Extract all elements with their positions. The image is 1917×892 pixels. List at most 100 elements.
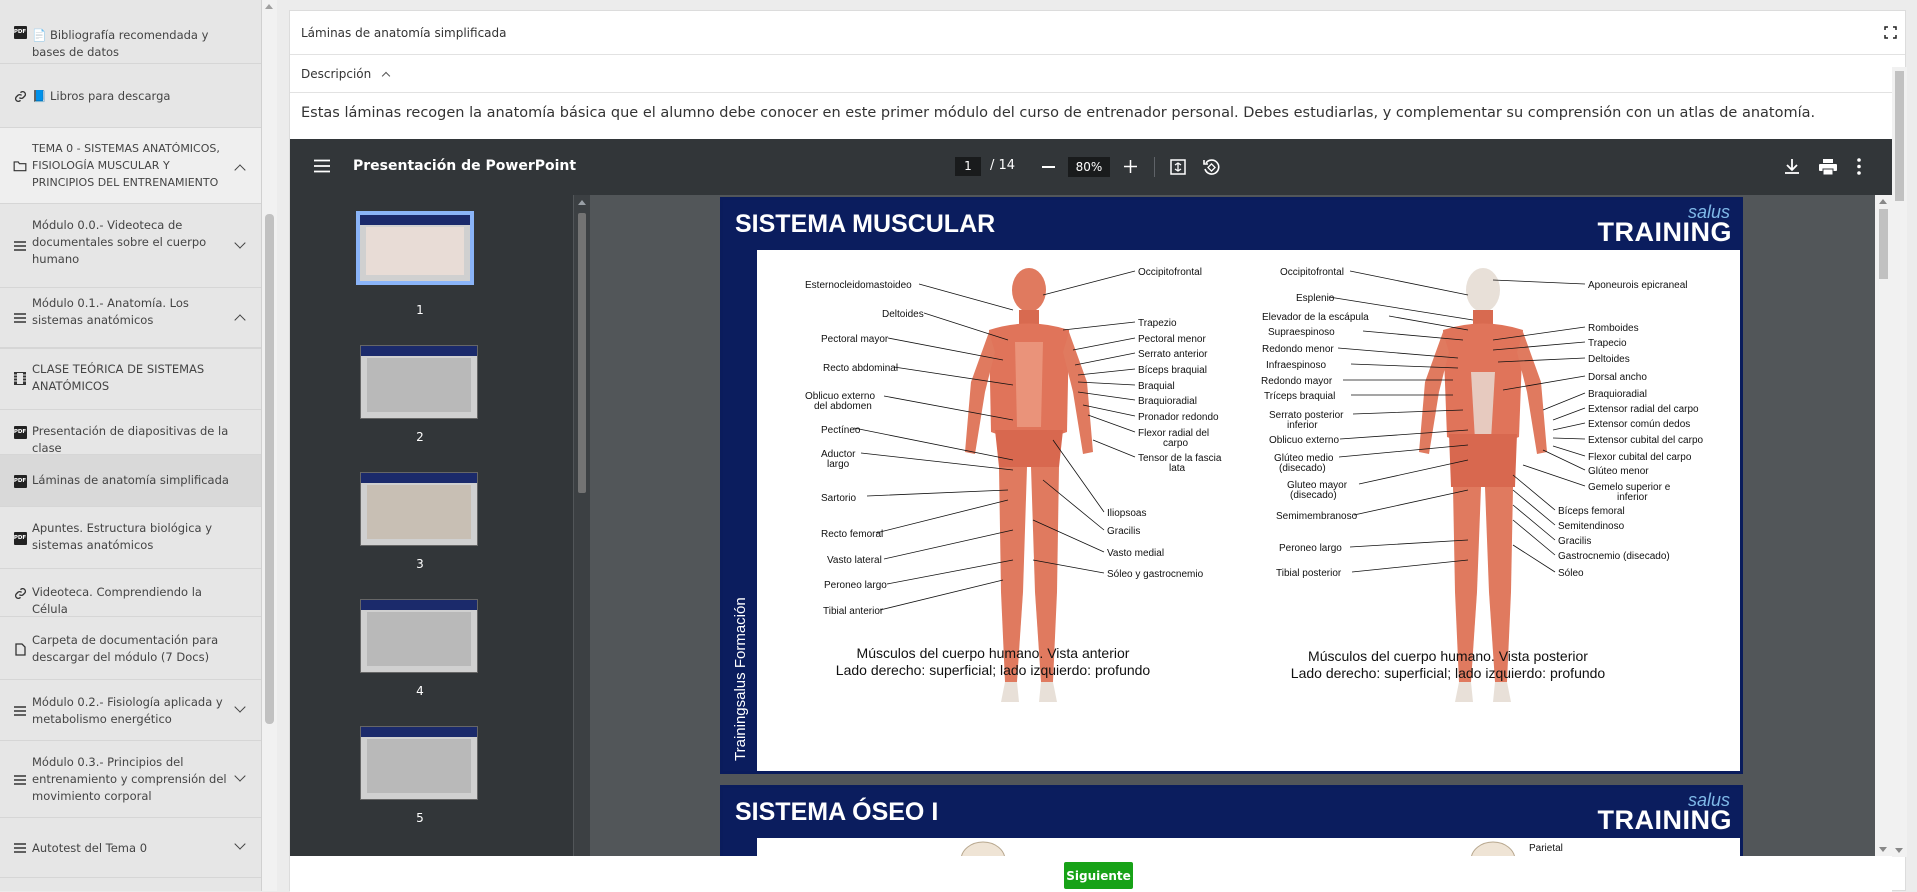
thumbnail-page-2[interactable] [360, 345, 478, 419]
label: Deltoides [1588, 354, 1630, 365]
caption: Músculos del cuerpo humano. Vista anteri… [835, 645, 1151, 678]
page-number-input[interactable]: 1 [955, 157, 981, 176]
toolbar-divider [1154, 157, 1155, 177]
sidebar-item-modulo-0-2[interactable]: Módulo 0.2.- Fisiología aplicada y metab… [0, 680, 261, 741]
thumbnail-number: 4 [416, 684, 424, 698]
folder-icon [12, 158, 28, 174]
label: Extensor común dedos [1588, 419, 1691, 430]
label: (disecado) [1290, 490, 1337, 501]
more-options-icon[interactable] [1857, 158, 1861, 175]
label: Deltoides [882, 309, 924, 320]
sidebar-item-label: Carpeta de documentación para descargar … [32, 633, 219, 664]
thumbnail-page-3[interactable] [360, 472, 478, 546]
thumbnail-number: 1 [416, 303, 424, 317]
sidebar-item-label: Módulo 0.0.- Videoteca de documentales s… [32, 218, 207, 266]
zoom-input[interactable]: 80% [1068, 157, 1110, 177]
sidebar-scrollbar[interactable] [262, 0, 277, 891]
content-scrollbar[interactable] [1892, 67, 1907, 857]
label: Pronador redondo [1138, 412, 1219, 423]
fit-to-page-icon[interactable] [1170, 159, 1186, 175]
label: Trapecio [1588, 338, 1627, 349]
thumbnail-number: 3 [416, 557, 424, 571]
print-icon[interactable] [1819, 159, 1837, 175]
slide-header: SISTEMA MUSCULAR salus TRAINING [723, 200, 1740, 250]
sidebar-item-bibliografia[interactable]: PDF 📄 Bibliografía recomendada y bases d… [0, 0, 261, 64]
label: Vasto medial [1107, 548, 1165, 559]
description-text: Estas láminas recogen la anatomía básica… [301, 105, 1816, 121]
sidebar-item-apuntes[interactable]: PDF Apuntes. Estructura biológica y sist… [0, 507, 261, 569]
sidebar-item-modulo-0-0[interactable]: Módulo 0.0.- Videoteca de documentales s… [0, 204, 261, 288]
content-header: Láminas de anatomía simplificada [290, 11, 1905, 55]
thumbnail-scrollbar[interactable] [574, 195, 590, 856]
sidebar-item-label: Presentación de diapositivas de la clase [32, 424, 229, 455]
chevron-down-icon[interactable] [234, 770, 246, 782]
description-toggle[interactable]: Descripción [290, 55, 1905, 93]
download-icon[interactable] [1784, 158, 1800, 175]
zoom-in-icon[interactable] [1124, 160, 1137, 173]
sidebar-item-autotest[interactable]: Autotest del Tema 0 [0, 818, 261, 878]
chevron-up-icon[interactable] [234, 314, 246, 326]
thumbnail-page-1[interactable] [356, 211, 474, 285]
thumbnail-page-4[interactable] [360, 599, 478, 673]
file-icon [12, 641, 28, 657]
label: Infraespinoso [1266, 360, 1327, 371]
label: Serrato anterior [1138, 349, 1208, 360]
label: Elevador de la escápula [1262, 312, 1369, 323]
sidebar-item-laminas[interactable]: PDF Láminas de anatomía simplificada [0, 455, 261, 507]
list-icon [12, 840, 28, 856]
chevron-down-icon[interactable] [234, 838, 246, 850]
label: Braquioradial [1588, 389, 1647, 400]
sidebar-section-tema-0[interactable]: TEMA 0 - SISTEMAS ANATÓMICOS, FISIOLOGÍA… [0, 128, 261, 204]
label: Pectoral mayor [821, 334, 889, 345]
label: inferior [1617, 492, 1648, 503]
menu-icon[interactable] [314, 159, 330, 173]
brand-logo: TRAINING [1597, 805, 1732, 835]
next-button[interactable]: Siguiente [1064, 862, 1133, 889]
sidebar-item-carpeta[interactable]: Carpeta de documentación para descargar … [0, 617, 261, 680]
rotate-icon[interactable] [1202, 158, 1220, 176]
sidebar-item-presentacion[interactable]: PDF Presentación de diapositivas de la c… [0, 410, 261, 455]
sidebar-scroll-thumb[interactable] [265, 214, 274, 724]
label: Esplenio [1296, 293, 1335, 304]
label: Tibial posterior [1276, 568, 1342, 579]
chevron-down-icon[interactable] [234, 701, 246, 713]
sidebar-item-modulo-0-3[interactable]: Módulo 0.3.- Principios del entrenamient… [0, 741, 261, 818]
label: (disecado) [1279, 463, 1326, 474]
thumbnail-pane: 1 2 3 4 5 [290, 195, 573, 856]
label: Iliopsoas [1107, 508, 1147, 519]
label: Bíceps femoral [1558, 506, 1625, 517]
sidebar-item-libros[interactable]: 📘 Libros para descarga [0, 64, 261, 128]
label: Trapezio [1138, 318, 1177, 329]
sidebar-item-label: CLASE TEÓRICA DE SISTEMAS ANATÓMICOS [32, 362, 205, 393]
pdf-icon: PDF [12, 24, 28, 40]
chevron-down-icon[interactable] [234, 237, 246, 249]
sidebar-item-videoteca-celula[interactable]: Videoteca. Comprendiendo la Célula [0, 569, 261, 617]
label: Sóleo y gastrocnemio [1107, 569, 1204, 580]
label: Gastrocnemio (disecado) [1558, 551, 1670, 562]
label: Redondo menor [1262, 344, 1334, 355]
label: Sartorio [821, 493, 857, 504]
page-scrollbar[interactable] [1875, 195, 1892, 856]
label: del abdomen [814, 401, 872, 412]
pdf-viewer: Presentación de PowerPoint 1 / 14 80% 1 … [290, 139, 1892, 856]
content-panel: Láminas de anatomía simplificada Descrip… [289, 10, 1907, 892]
label: Flexor cubital del carpo [1588, 452, 1692, 463]
label: Peroneo largo [1279, 543, 1342, 554]
sidebar-item-label: Láminas de anatomía simplificada [32, 473, 229, 487]
skull-illustration [961, 841, 1005, 856]
label: Esternocleidomastoideo [805, 280, 912, 291]
label: Gemelo superior e [1588, 482, 1671, 493]
scroll-up-arrow-icon[interactable] [265, 4, 273, 9]
label: Sóleo [1558, 568, 1584, 579]
list-icon [12, 310, 28, 326]
label: Occipitofrontal [1280, 267, 1344, 278]
zoom-out-icon[interactable] [1042, 166, 1055, 168]
sidebar-item-modulo-0-1[interactable]: Módulo 0.1.- Anatomía. Los sistemas anat… [0, 288, 261, 348]
label: Recto abdominal [823, 363, 899, 374]
sidebar-item-clase-teorica[interactable]: CLASE TEÓRICA DE SISTEMAS ANATÓMICOS [0, 348, 261, 410]
thumbnail-page-5[interactable] [360, 726, 478, 800]
label: Glúteo medio [1274, 453, 1334, 464]
fullscreen-icon[interactable] [1884, 26, 1897, 39]
chevron-up-icon[interactable] [234, 164, 246, 176]
label: Occipitofrontal [1138, 267, 1202, 278]
